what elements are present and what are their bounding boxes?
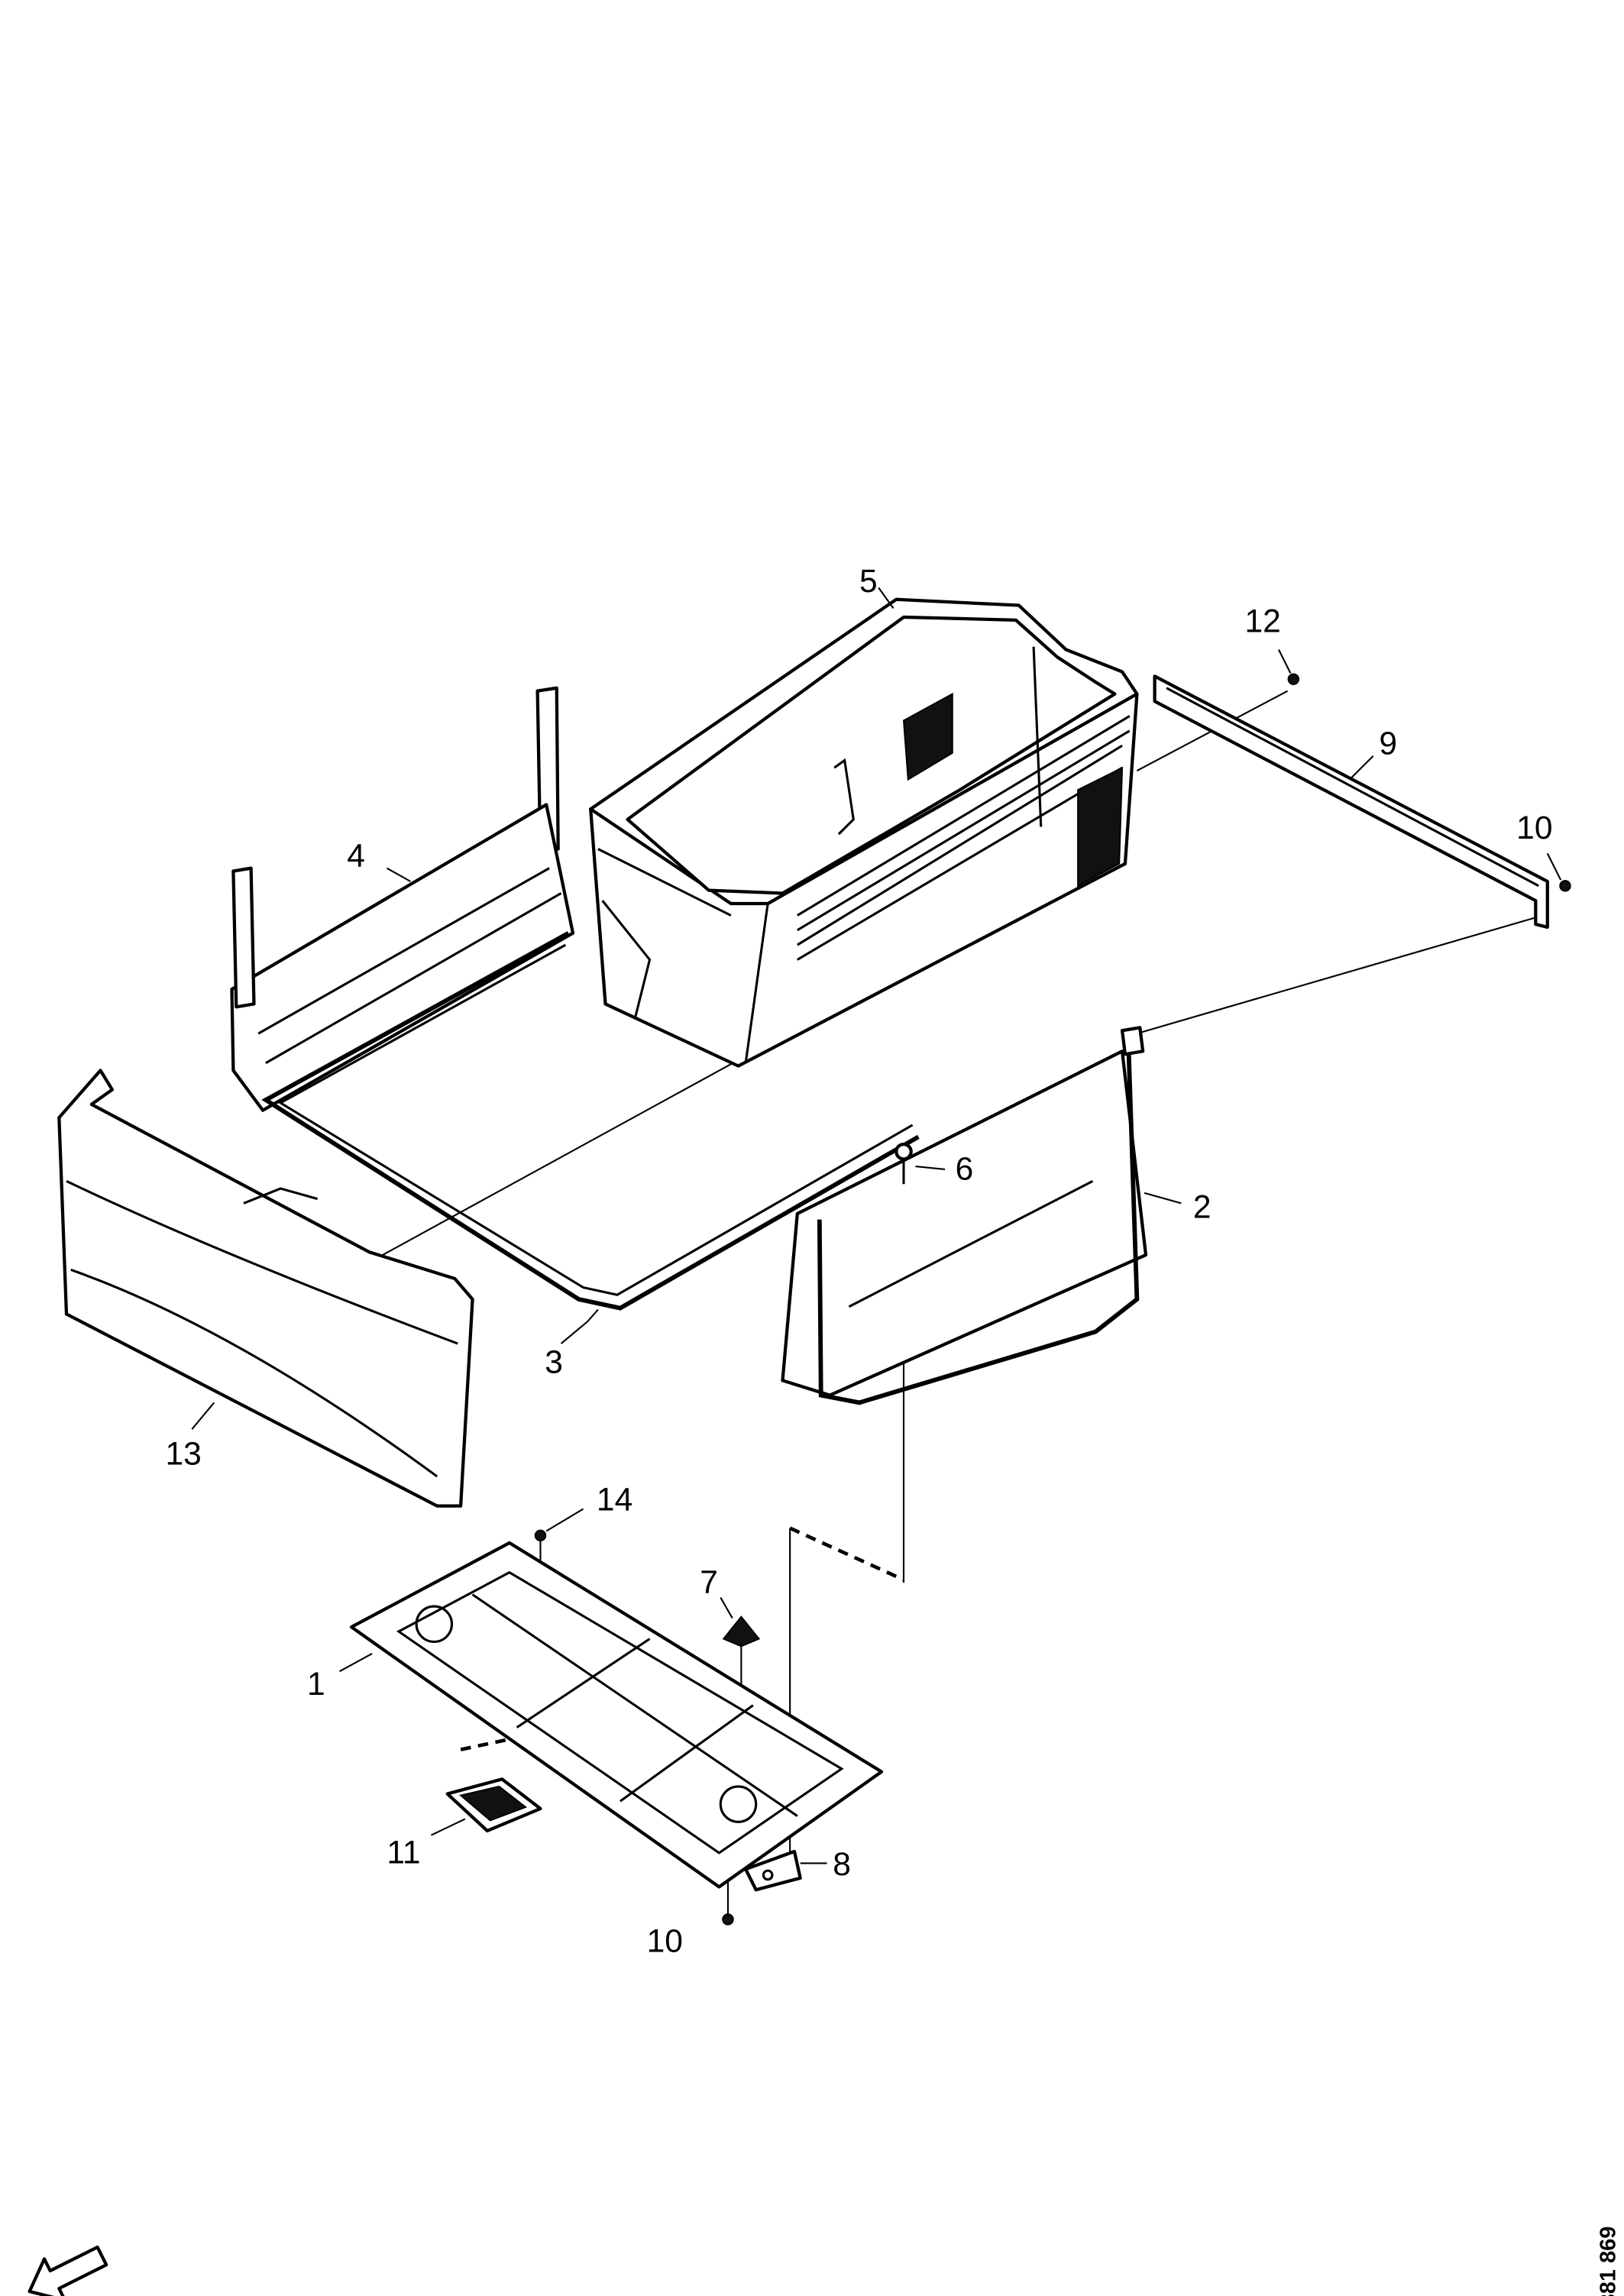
dashed-assembly-line [460,1737,510,1751]
part-13-front-panel [57,1069,474,1508]
callout-9: 9 [1379,726,1397,762]
callout-10-top: 10 [1516,810,1552,846]
callout-1: 1 [307,1667,325,1703]
leader-9 [1350,755,1374,779]
callout-2: 2 [1193,1190,1212,1226]
part-2-right-frame [781,1026,1182,1405]
leader-6 [915,1166,946,1170]
part-7-clip [720,1596,761,1648]
callout-labels: 5 12 9 10 4 6 2 3 13 14 7 1 11 8 10 [165,564,1552,1959]
callout-6: 6 [956,1151,974,1187]
leader-7 [720,1596,733,1619]
part-14-fastener [534,1529,547,1542]
part-6-bolt [894,1142,946,1185]
callout-8: 8 [833,1847,851,1883]
assembly-line [1137,914,1544,1035]
part-10-fastener-top [1559,880,1571,892]
leader-12 [1278,649,1292,674]
part-3-frame [261,931,920,1344]
leader-2 [1144,1192,1182,1205]
orientation-arrow-icon [27,2245,108,2296]
leader-13 [191,1402,215,1430]
part-9-rail [1153,674,1549,930]
callout-13: 13 [165,1437,201,1473]
leader-14 [545,1508,584,1532]
leader-5 [878,587,894,610]
part-4-left-bracket [230,686,575,1112]
callout-7: 7 [700,1565,718,1601]
part-1-base-plate [339,1541,884,1889]
leader-1 [339,1653,373,1673]
part-5-basket [589,587,1139,1068]
part-8-bracket [744,1849,827,1892]
document-number: 381 869 [1597,2226,1621,2296]
assembly-line [368,1059,739,1263]
leader-4 [386,867,411,882]
dashed-assembly-line [789,1526,904,1582]
part-11-pad [430,1777,542,1836]
callout-14: 14 [597,1482,632,1518]
leader-3 [560,1308,599,1344]
callout-4: 4 [347,839,365,875]
part-12-fastener [1287,673,1300,685]
leader-10-top [1546,852,1562,881]
callout-5: 5 [859,564,878,600]
callout-11: 11 [387,1835,420,1871]
callout-10-bottom: 10 [647,1923,683,1959]
leader-11 [430,1818,466,1836]
part-10-fastener-bottom [722,1913,734,1926]
callout-12: 12 [1245,603,1281,639]
callout-3: 3 [545,1345,563,1381]
